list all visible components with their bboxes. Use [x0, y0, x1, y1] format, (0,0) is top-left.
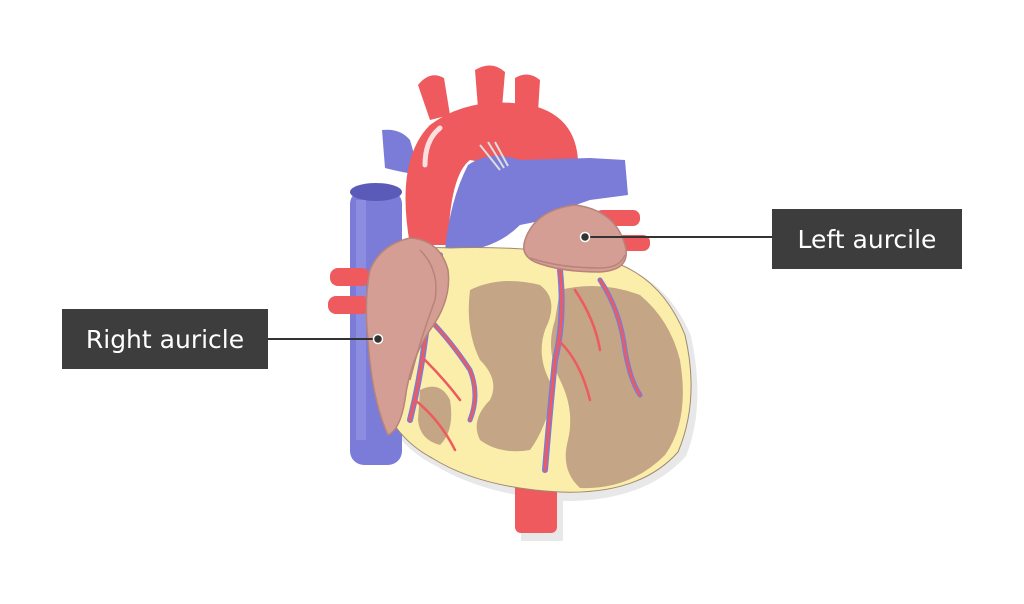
right-auricle-label: Right auricle	[62, 309, 268, 369]
leader-lines	[268, 231, 772, 345]
ligamentum-arteriosum	[479, 141, 509, 171]
left-auricle-label: Left aurcile	[772, 209, 962, 269]
right-auricle	[365, 237, 450, 436]
pulmonary-trunk	[445, 156, 628, 250]
right-auricle-pin	[372, 333, 384, 345]
right-pulmonary-veins	[328, 268, 370, 314]
aortic-arch	[405, 65, 578, 245]
left-auricle-pin	[579, 231, 591, 243]
left-auricle	[523, 204, 627, 273]
